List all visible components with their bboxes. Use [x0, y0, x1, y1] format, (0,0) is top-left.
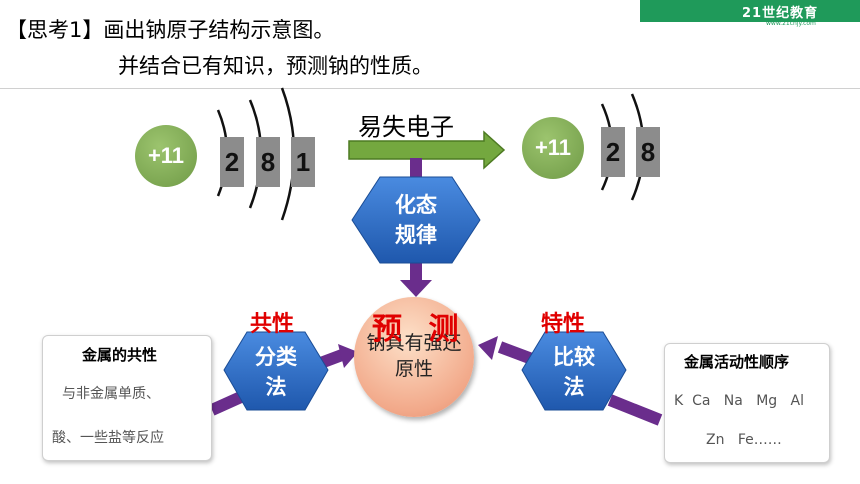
hexagon-right-line1: 比较	[553, 345, 595, 369]
brand-url: www.21cnjy.com	[766, 20, 816, 27]
left-card	[42, 335, 212, 461]
right-card-line2: Zn Fe……	[706, 432, 782, 448]
right-card-line1: K Ca Na Mg Al	[674, 393, 804, 409]
green-arrow	[348, 130, 506, 170]
question-line-2: 并结合已有知识，预测钠的性质。	[118, 54, 433, 78]
shell-electrons-1: 2	[220, 137, 244, 187]
left-card-line2: 酸、一些盐等反应	[52, 430, 164, 446]
ion-shell-electrons-1: 2	[601, 127, 625, 177]
prediction-title: 预 测	[372, 312, 467, 347]
right-card	[664, 343, 830, 463]
hexagon-left	[223, 331, 329, 411]
hexagon-top-line2: 规律	[395, 223, 437, 247]
hexagon-top-line1: 化态	[395, 193, 437, 217]
ion-shell-electrons-2: 8	[636, 127, 660, 177]
shell-electrons-3: 1	[291, 137, 315, 187]
shell-electrons-2: 8	[256, 137, 280, 187]
prediction-body: 钠具有强还原性	[366, 332, 462, 380]
right-card-title: 金属活动性顺序	[684, 353, 790, 371]
hexagon-right	[521, 331, 627, 411]
left-card-line1: 与非金属单质、	[62, 386, 160, 402]
brand-logo: 21世纪教育	[742, 6, 819, 21]
hexagon-top-label: 化态 规律	[376, 190, 456, 250]
top-banner-blank	[0, 0, 640, 22]
prediction-circle	[354, 297, 474, 417]
arrow-label: 易失电子	[358, 113, 454, 141]
hexagon-left-line1: 分类	[255, 345, 297, 369]
hexagon-top	[351, 176, 481, 264]
sodium-nucleus: +11	[135, 125, 197, 187]
question-line-1: 【思考1】画出钠原子结构示意图。	[6, 18, 335, 42]
ion-nucleus: +11	[522, 117, 584, 179]
connector-top-down	[410, 262, 422, 282]
label-special: 特性	[541, 312, 586, 337]
hexagon-left-line2: 法	[265, 375, 287, 399]
top-banner	[0, 0, 860, 22]
hexagon-right-label: 比较 法	[534, 342, 614, 402]
header-divider	[0, 88, 860, 89]
connector-top	[410, 158, 422, 178]
hexagon-right-line2: 法	[563, 375, 585, 399]
left-card-title: 金属的共性	[82, 346, 158, 364]
label-common: 共性	[250, 312, 295, 337]
hexagon-left-label: 分类 法	[236, 342, 316, 402]
